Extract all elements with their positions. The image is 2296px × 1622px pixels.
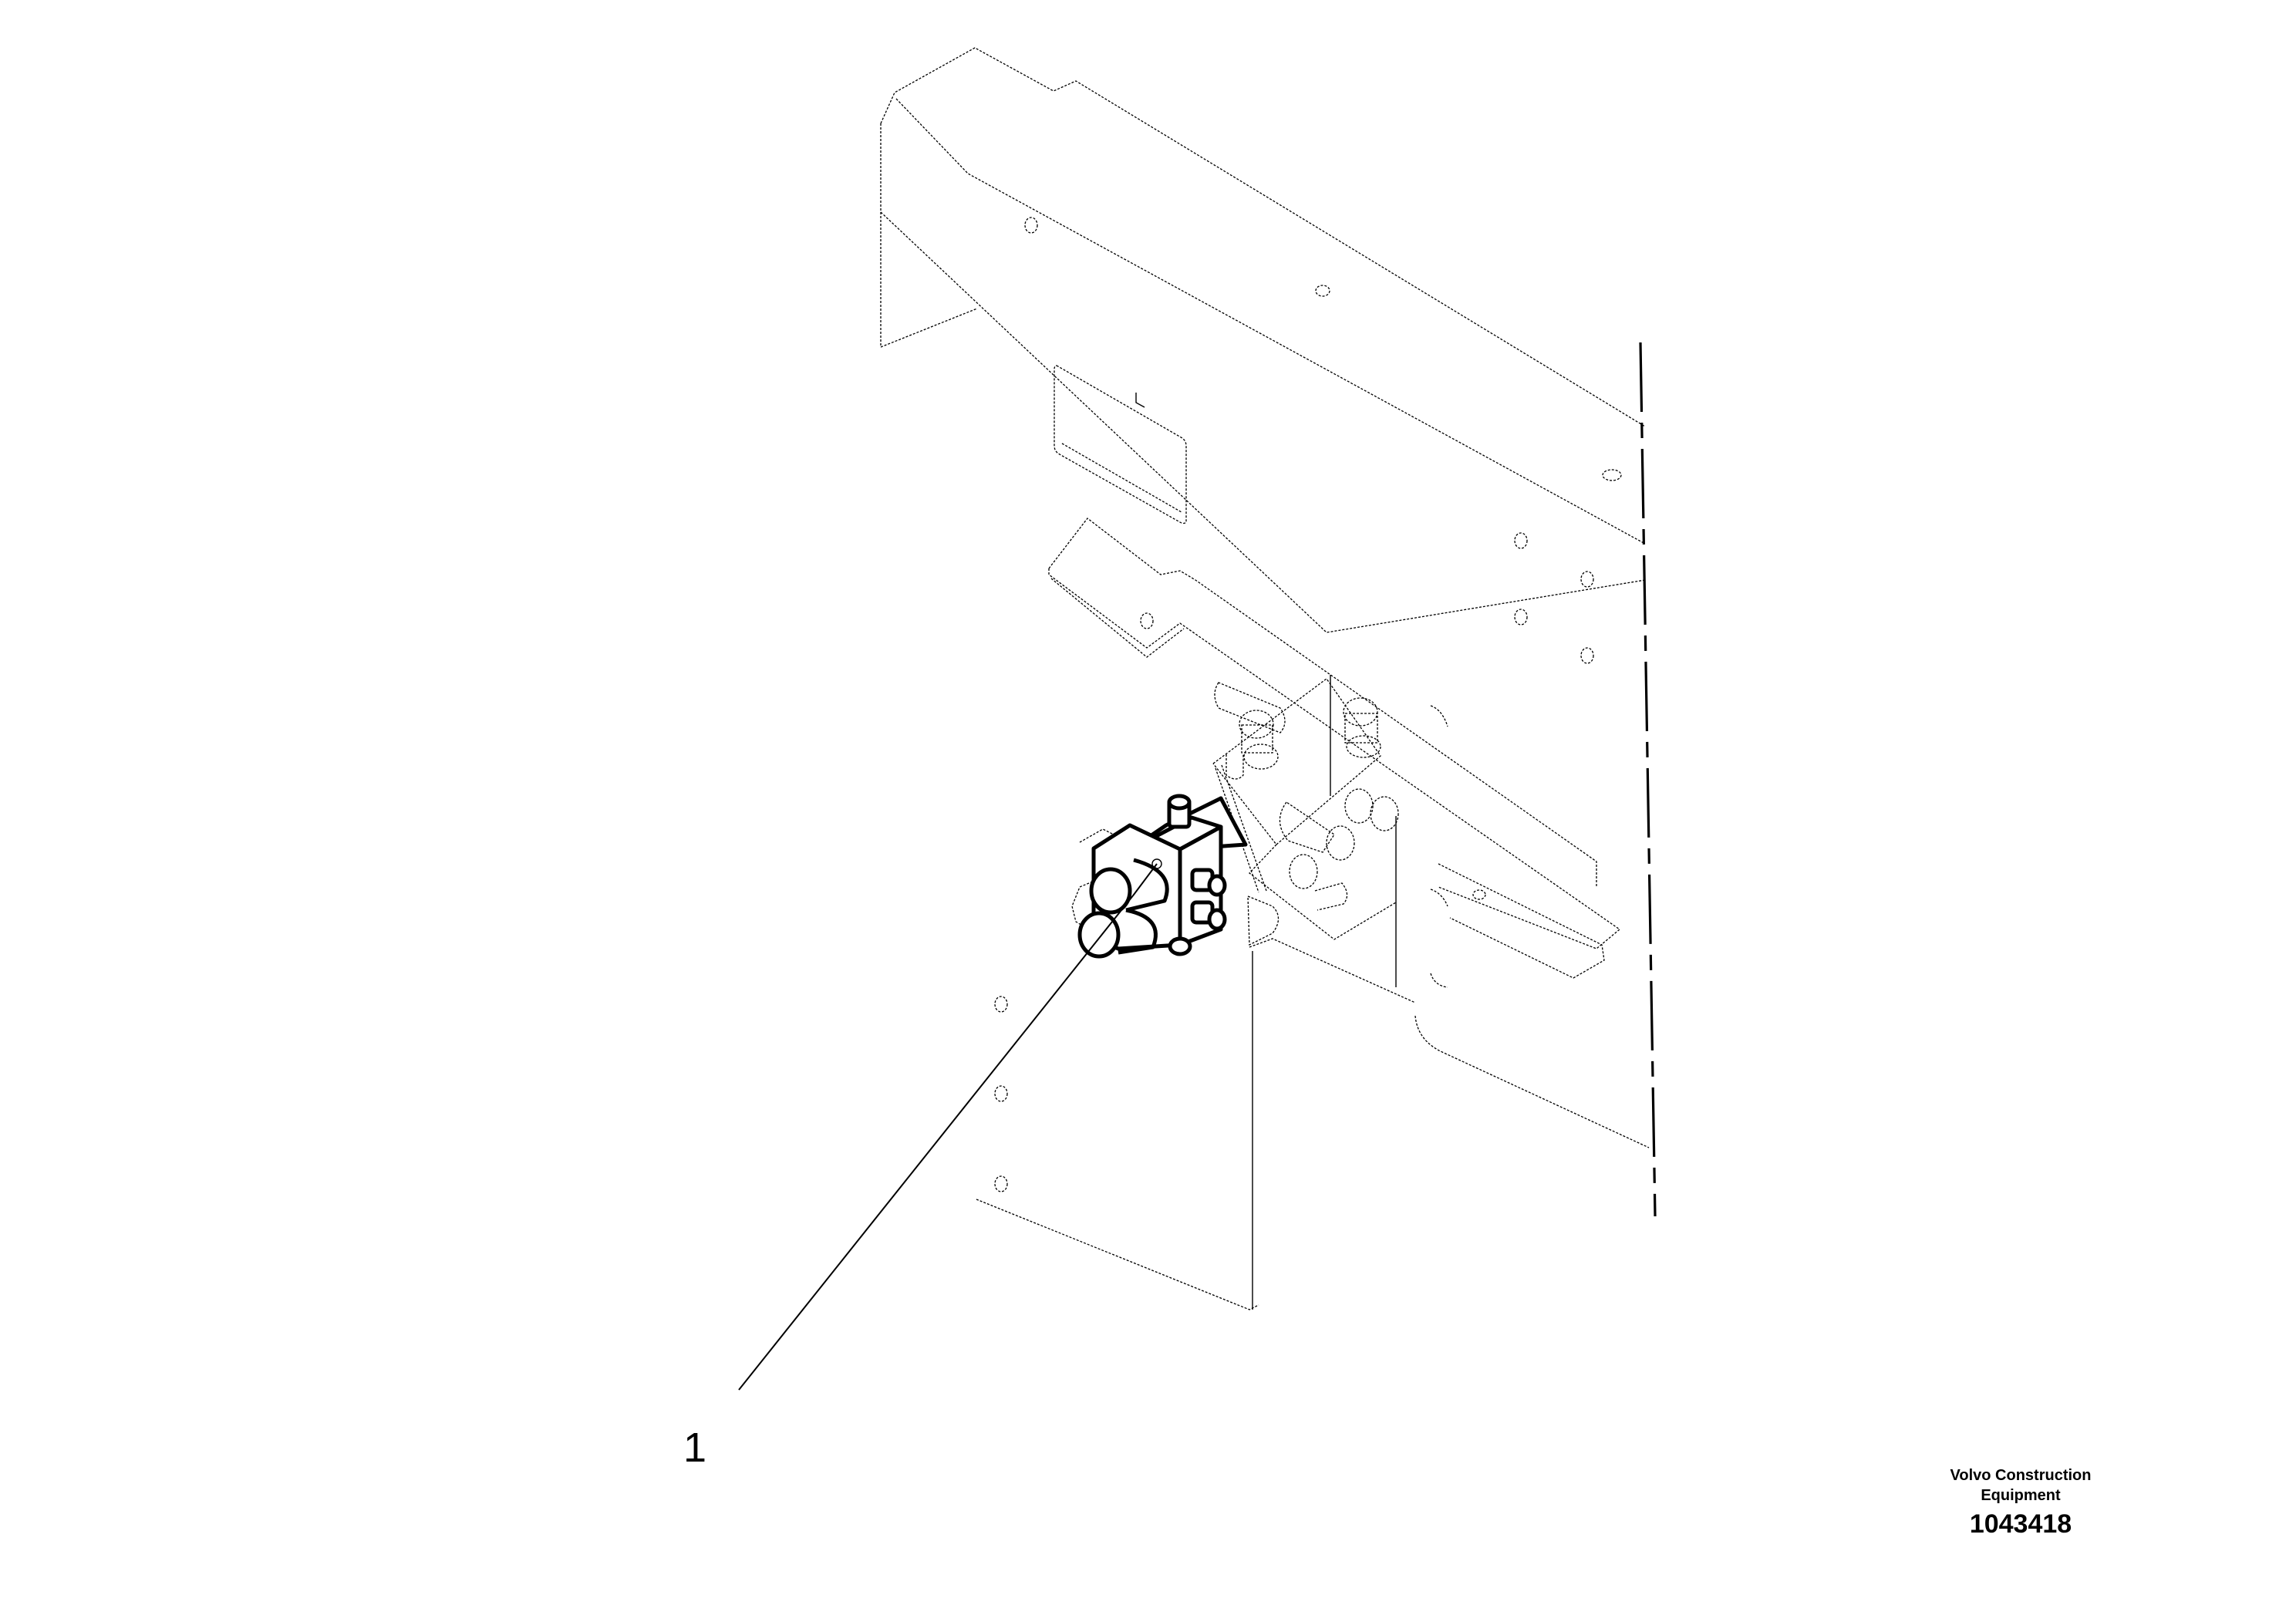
company-name-line1: Volvo Construction	[1950, 1467, 2092, 1484]
lower-plate	[976, 889, 1650, 1310]
centerline	[1639, 342, 1657, 1217]
leader-target-dot	[1151, 858, 1162, 869]
manifold-block	[1212, 675, 1399, 987]
mounting-bracket	[1048, 518, 1621, 979]
valve-block	[1071, 794, 1248, 959]
upper-frame-panel	[880, 47, 1646, 633]
document-number: 1043418	[1969, 1509, 2072, 1539]
callout-label-1: 1	[683, 1425, 707, 1471]
callout-leader-line	[738, 863, 1158, 1391]
title-block: Volvo Construction Equipment 1043418	[1913, 1465, 2129, 1539]
company-name-line2: Equipment	[1981, 1487, 2061, 1504]
